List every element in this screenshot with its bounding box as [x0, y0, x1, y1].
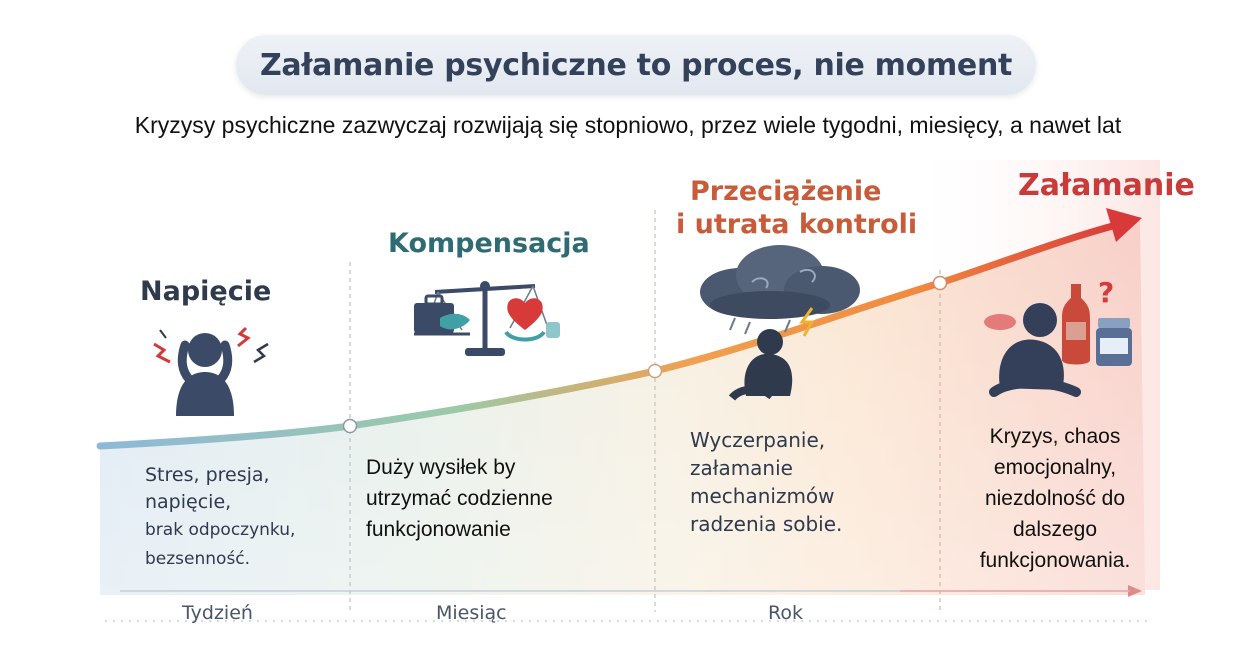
description-line: załamanie	[690, 456, 793, 480]
description-line: niezdolność do	[984, 487, 1126, 510]
page-subtitle: Kryzysy psychiczne zazwyczaj rozwijają s…	[134, 112, 1122, 138]
description-line: Duży wysiłek by	[366, 456, 516, 479]
stage-description-kompensacja: Duży wysiłek by utrzymać codzienne funkc…	[366, 452, 626, 545]
timeline-label-month: Miesiąc	[436, 602, 507, 624]
page-title: Załamanie psychiczne to proces, nie mome…	[259, 47, 1013, 83]
description-line: bezsenność.	[145, 549, 251, 569]
stage-description-zalamanie: Kryzys, chaos emocjonalny, niezdolność d…	[950, 421, 1160, 576]
balance-scale-icon	[414, 281, 560, 356]
title-banner: Załamanie psychiczne to proces, nie mome…	[236, 35, 1036, 95]
milestone-dot-3	[932, 275, 948, 291]
svg-text:?: ?	[1098, 276, 1114, 309]
storm-cloud-person-icon	[700, 245, 860, 401]
description-line: utrzymać codzienne	[366, 487, 553, 510]
timeline-label-year: Rok	[768, 602, 803, 624]
stage-title-kompensacja: Kompensacja	[388, 228, 590, 259]
description-line: emocjonalny,	[993, 456, 1117, 479]
stage-title-zalamanie: Załamanie	[1018, 168, 1195, 203]
description-line: mechanizmów	[690, 484, 835, 508]
milestone-dot-1	[342, 418, 358, 434]
timeline-arrowhead	[1128, 585, 1142, 597]
stage-title-line: i utrata kontroli	[676, 208, 918, 240]
crisis-person-icon: ?	[984, 276, 1132, 397]
curve-arrowhead	[1106, 208, 1142, 242]
description-line: Stres, presja,	[145, 464, 270, 486]
milestone-dot-2	[647, 363, 663, 379]
description-line: Kryzys, chaos	[989, 425, 1121, 448]
description-line: radzenia sobie.	[690, 512, 843, 536]
stage-title-line: Przeciążenie	[690, 176, 882, 207]
description-line: funkcjonowanie	[366, 518, 511, 541]
description-line: brak odpoczynku,	[145, 520, 296, 540]
description-line: Wyczerpanie,	[690, 428, 826, 452]
description-line: napięcie,	[145, 491, 232, 513]
stage-title-przeciazenie: Przeciążenie i utrata kontroli	[676, 176, 917, 242]
timeline-label-week: Tydzień	[182, 602, 253, 624]
stage-description-napiecie: Stres, presja, napięcie, brak odpoczynku…	[145, 462, 345, 574]
description-line: funkcjonowania.	[979, 549, 1131, 572]
description-line: dalszego	[1012, 518, 1098, 541]
stressed-person-icon	[153, 326, 269, 416]
stage-title-napiecie: Napięcie	[140, 276, 272, 307]
stage-description-przeciazenie: Wyczerpanie, załamanie mechanizmów radze…	[690, 426, 910, 538]
